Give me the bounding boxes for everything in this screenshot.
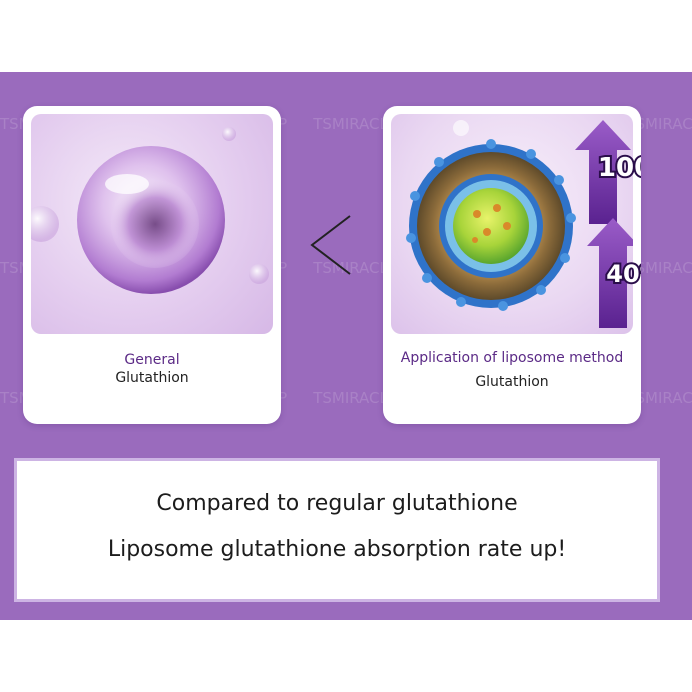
banner-absorption-text: Liposome glutathione absorption rate up!: [107, 537, 567, 562]
liposome-glutathion-card: 100배 40% Application of liposome method …: [383, 106, 641, 424]
badge-100x-text: 100배: [598, 153, 641, 183]
bubble-image: [31, 114, 273, 334]
liposome-image: [391, 114, 633, 334]
banner-comparison-text: Compared to regular glutathione: [156, 491, 518, 516]
badge-100x: 100배: [596, 151, 641, 185]
less-than-icon: [310, 215, 351, 275]
bubble-illustration: [31, 127, 269, 294]
general-glutathion-card: General Glutathion: [23, 106, 281, 424]
badge-40-percent-text: 40%: [606, 260, 641, 288]
glutathion-label: Glutathion: [475, 374, 549, 390]
up-arrow-icon: [575, 120, 631, 224]
liposome-illustration: [406, 120, 633, 328]
glutathion-label: Glutathion: [115, 370, 189, 386]
badge-40-percent: 40%: [604, 258, 641, 290]
liposome-method-label: Application of liposome method: [400, 350, 624, 366]
up-arrow-icon: [587, 218, 633, 328]
general-label: General: [124, 352, 180, 368]
absorption-banner: Compared to regular glutathione Liposome…: [14, 458, 660, 602]
